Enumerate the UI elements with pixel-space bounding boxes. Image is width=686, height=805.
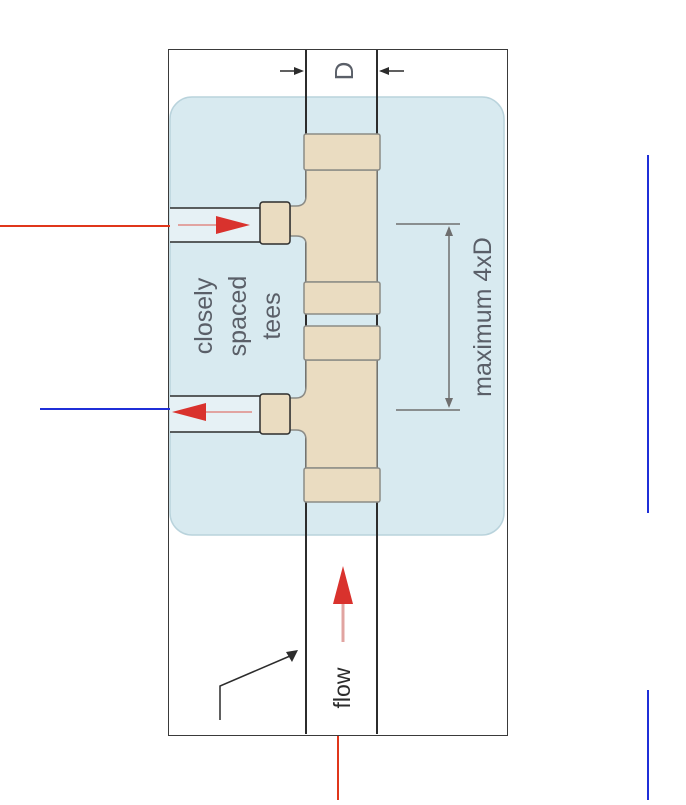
- lower-tee-body: [289, 359, 378, 469]
- main-flow-arrow-head: [333, 566, 353, 604]
- lower-branch-arrow-head: [172, 403, 206, 421]
- flow-label: flow: [329, 667, 355, 709]
- spacing-arrow-top: [445, 226, 453, 236]
- upper-tee-lower-collar: [303, 281, 381, 315]
- lower-branch-socket: [259, 393, 291, 435]
- spacing-label: maximum 4xD: [469, 237, 497, 397]
- spacing-arrow-bottom: [445, 398, 453, 408]
- tees-label-line-2: spaced: [224, 275, 252, 357]
- d-arrow-right-head: [379, 67, 389, 75]
- leader-arrow-head: [286, 650, 298, 662]
- d-arrow-left-head: [294, 67, 304, 75]
- tees-label-line-1: closely: [190, 277, 218, 355]
- lower-tee-upper-collar: [303, 325, 381, 361]
- bottom-collar: [303, 467, 381, 503]
- leader-line: [219, 655, 291, 720]
- top-collar: [303, 133, 381, 171]
- tees-label-line-3: tees: [258, 292, 286, 340]
- upper-tee-body: [289, 169, 378, 283]
- upper-branch-arrow-head: [216, 216, 250, 234]
- tees-label: closely spaced tees: [187, 276, 289, 357]
- dimension-label: D: [329, 61, 359, 81]
- upper-branch-socket: [259, 201, 291, 245]
